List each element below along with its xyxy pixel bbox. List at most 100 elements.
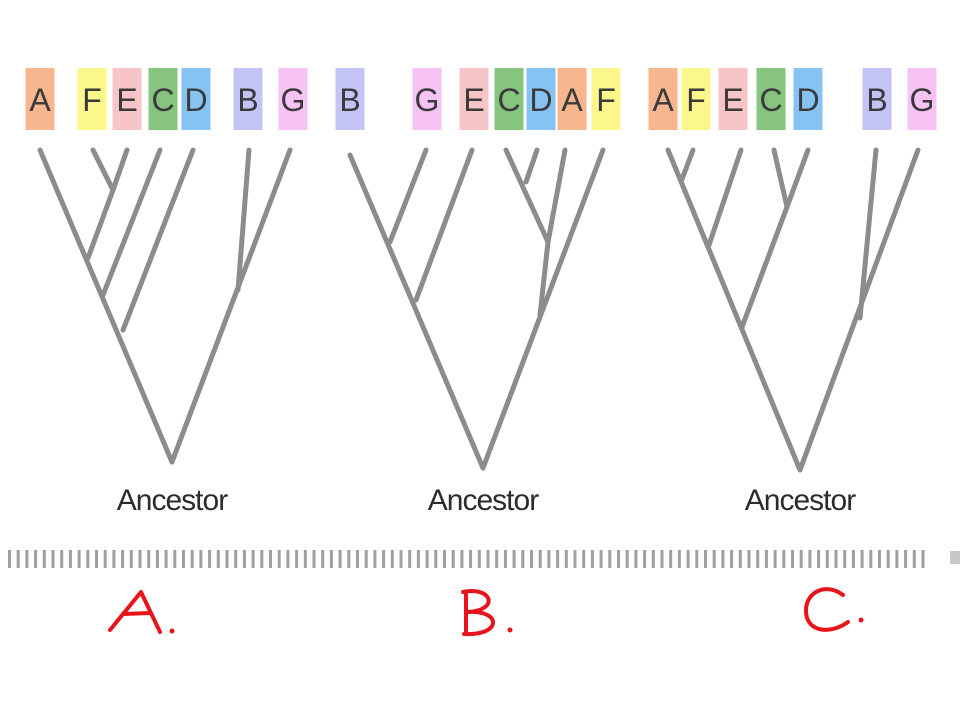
divider-tick — [121, 550, 125, 568]
divider-tick — [912, 550, 916, 568]
divider-tick — [730, 550, 734, 568]
divider-tick — [503, 550, 507, 568]
divider-tick — [643, 550, 647, 568]
divider-tick — [242, 550, 246, 568]
divider-tick — [112, 550, 116, 568]
divider-tick — [155, 550, 159, 568]
taxon-label: A — [561, 82, 583, 118]
divider-tick — [216, 550, 220, 568]
divider-tick — [791, 550, 794, 568]
taxon-label: C — [759, 82, 782, 118]
taxon-box — [181, 68, 211, 130]
divider-tick — [434, 550, 438, 568]
taxon-c: C — [148, 68, 178, 130]
taxon-c: C — [756, 68, 786, 130]
tree-a-ancestor-label: Ancestor — [117, 484, 228, 517]
branch — [503, 147, 551, 245]
divider-tick — [16, 550, 20, 568]
branch — [545, 147, 568, 245]
tree-a-branches — [37, 147, 293, 465]
divider-tick — [843, 550, 847, 568]
divider-tick — [208, 550, 212, 568]
taxon-box — [412, 68, 442, 130]
taxon-b: B — [862, 68, 892, 130]
divider-tick — [260, 550, 264, 568]
divider-tick — [251, 550, 255, 568]
divider-tick — [704, 550, 707, 568]
branch — [413, 147, 475, 303]
divider-tick — [851, 550, 855, 568]
taxon-label: A — [29, 82, 51, 118]
taxon-g: G — [278, 68, 308, 130]
taxon-label: B — [866, 82, 887, 118]
choice-a-handwritten[interactable] — [108, 590, 175, 634]
divider-tick — [312, 550, 316, 568]
taxon-d: D — [181, 68, 211, 130]
choice-b-handwritten[interactable] — [461, 589, 513, 637]
divider-tick — [564, 550, 568, 568]
divider-tick — [825, 550, 829, 568]
divider-tick — [756, 550, 760, 568]
taxon-f: F — [77, 68, 107, 130]
branch — [480, 147, 606, 471]
branch — [347, 152, 486, 471]
taxon-a: A — [648, 68, 678, 130]
divider-tick — [356, 550, 359, 568]
divider-tick — [886, 550, 890, 568]
dotted-divider — [8, 550, 960, 568]
branch — [784, 147, 811, 210]
divider-tick — [338, 550, 342, 568]
divider-tick — [321, 550, 325, 568]
taxon-label: D — [796, 82, 819, 118]
branch — [523, 147, 540, 185]
branch — [739, 204, 790, 330]
choice-c-handwritten[interactable] — [803, 587, 864, 632]
divider-tick — [834, 550, 838, 568]
branch — [665, 147, 803, 473]
divider-tick — [416, 550, 420, 568]
taxon-box — [591, 68, 621, 130]
taxon-box — [907, 68, 937, 130]
branch — [771, 147, 790, 210]
taxon-f: F — [591, 68, 621, 130]
divider-tick — [617, 550, 620, 568]
divider-tick — [677, 550, 681, 568]
branch — [169, 147, 293, 465]
divider-tick — [382, 550, 386, 568]
taxon-box — [681, 68, 711, 130]
divider-tick — [51, 550, 55, 568]
divider-tick — [138, 550, 142, 568]
taxon-box — [25, 68, 55, 130]
divider-tick — [608, 550, 612, 568]
divider-tick — [295, 550, 299, 568]
divider-tick — [129, 550, 133, 568]
divider-tick — [651, 550, 655, 568]
divider-tick — [773, 550, 777, 568]
taxon-box — [793, 68, 823, 130]
taxon-a: A — [25, 68, 55, 130]
divider-tick — [573, 550, 577, 568]
taxon-label: B — [237, 82, 258, 118]
taxon-box — [494, 68, 524, 130]
taxon-g: G — [412, 68, 442, 130]
taxon-box — [148, 68, 178, 130]
divider-tick — [904, 550, 908, 568]
divider-tick — [721, 550, 725, 568]
divider-tick — [182, 550, 185, 568]
taxon-e: E — [718, 68, 748, 130]
divider-tick — [199, 550, 203, 568]
divider-tick — [95, 550, 98, 568]
divider-tick — [590, 550, 594, 568]
branch — [706, 147, 744, 248]
tree-c-ancestor-label: Ancestor — [745, 484, 856, 517]
divider-tick — [364, 550, 368, 568]
divider-tick — [8, 550, 11, 568]
divider-tick — [860, 550, 864, 568]
taxon-label: B — [339, 82, 360, 118]
divider-tick — [225, 550, 229, 568]
taxon-label: A — [652, 82, 674, 118]
